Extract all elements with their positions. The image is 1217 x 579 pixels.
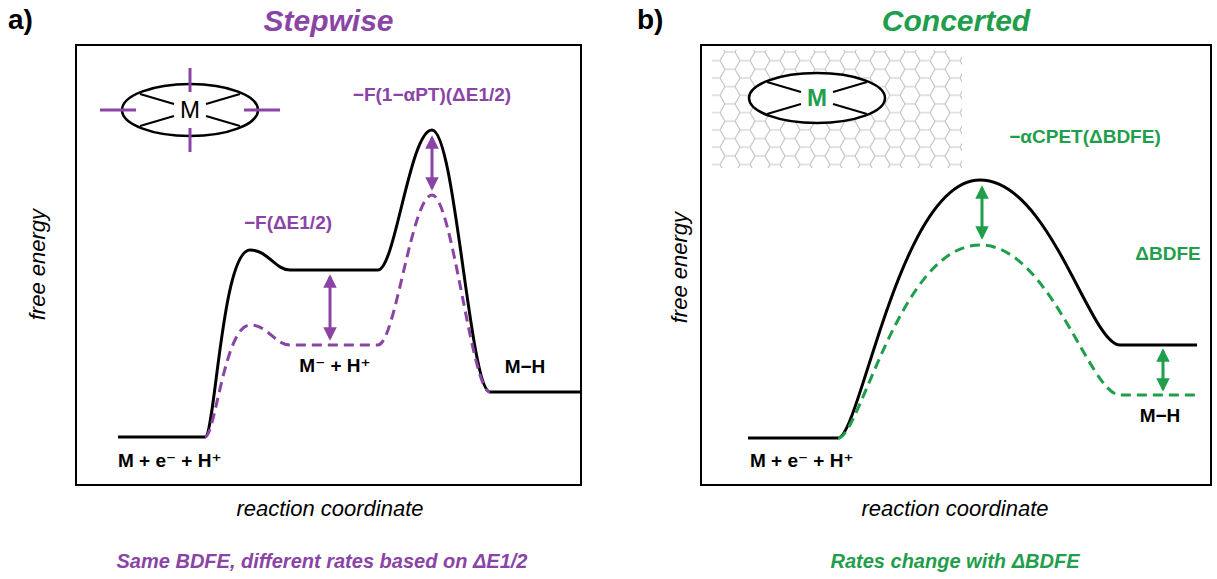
metal-complex-icon: M <box>120 82 260 138</box>
state-label: M−H <box>505 356 546 378</box>
state-label: M + e⁻ + H⁺ <box>118 450 221 472</box>
panel-caption: Same BDFE, different rates based on ΔE1/… <box>117 550 528 573</box>
energy-annotation: −F(1−αPT)(ΔE1/2) <box>351 84 513 106</box>
energy-annotation: −αCPET(ΔBDFE) <box>1007 126 1162 148</box>
energy-annotation: ΔBDFE <box>1133 243 1202 265</box>
state-label: M⁻ + H⁺ <box>299 355 370 377</box>
double-arrow <box>981 188 984 237</box>
diagram-panel: StepwiseM <box>75 44 582 486</box>
energy-curve-dashed <box>838 245 1197 438</box>
panel-letter: b) <box>637 4 663 36</box>
metal-symbol: M <box>747 84 887 112</box>
double-arrow <box>329 277 332 338</box>
state-label: M + e⁻ + H⁺ <box>750 450 853 472</box>
energy-curve <box>748 180 1197 438</box>
state-label: M−H <box>1140 405 1181 427</box>
metal-symbol: M <box>120 96 260 124</box>
graphene-pattern <box>712 50 962 168</box>
panel-title: Stepwise <box>77 4 580 38</box>
double-arrow <box>431 138 434 188</box>
axis-label: free energy <box>25 209 50 320</box>
energy-curve-dashed <box>205 195 490 437</box>
double-arrow <box>1162 351 1165 389</box>
axis-label: reaction coordinate <box>861 496 1048 521</box>
panel-letter: a) <box>8 4 33 36</box>
energy-curve <box>118 130 580 437</box>
diagram-panel: ConcertedM <box>700 44 1212 486</box>
energy-annotation: −F(ΔE1/2) <box>242 212 334 234</box>
panel-caption: Rates change with ΔBDFE <box>830 550 1079 573</box>
axis-label: reaction coordinate <box>236 496 423 521</box>
metal-complex-icon: M <box>747 71 887 125</box>
panel-title: Concerted <box>702 4 1210 38</box>
axis-label: free energy <box>667 212 692 323</box>
